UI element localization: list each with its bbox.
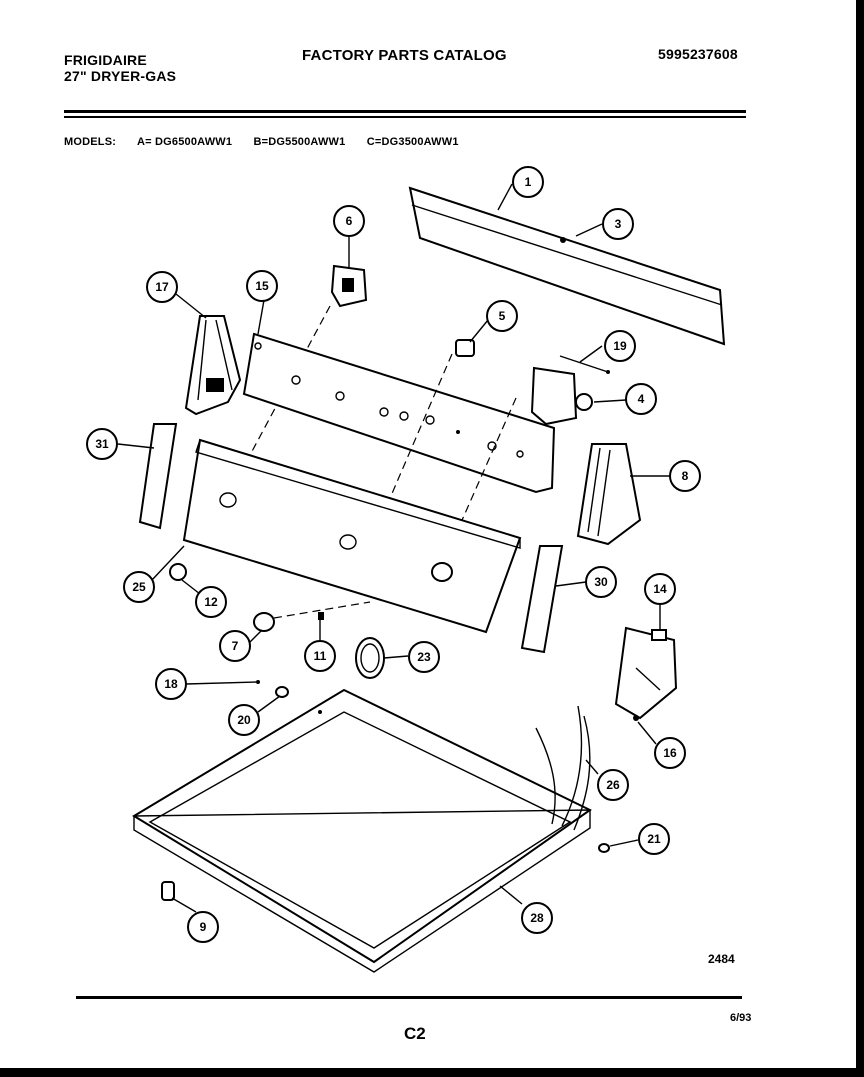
callout-16: 16 (654, 737, 686, 769)
top-hinge-clip (161, 881, 175, 901)
top-clip (598, 843, 610, 853)
top-screw (256, 680, 289, 698)
callout-31: 31 (86, 428, 118, 460)
revision-date: 6/93 (730, 1012, 752, 1024)
svg-text:21: 21 (647, 832, 661, 846)
models-label: MODELS: (64, 136, 117, 148)
svg-text:18: 18 (164, 677, 178, 691)
header-rule-top (64, 110, 746, 113)
callout-15: 15 (246, 270, 278, 302)
page-number: C2 (404, 1024, 426, 1043)
svg-text:14: 14 (653, 582, 667, 596)
callout-20: 20 (228, 704, 260, 736)
diagram-number: 2484 (708, 952, 735, 966)
svg-text:3: 3 (615, 217, 622, 231)
timer-knob (355, 637, 385, 679)
dryer-top (132, 688, 592, 973)
console-endcap-left (184, 315, 242, 416)
callout-7: 7 (219, 630, 251, 662)
control-panel (242, 332, 556, 494)
svg-text:12: 12 (204, 595, 218, 609)
callout-5: 5 (486, 300, 518, 332)
model-b: B=DG5500AWW1 (253, 136, 346, 148)
product-name: 27" DRYER-GAS (64, 68, 177, 84)
callout-17: 17 (146, 271, 178, 303)
callout-28: 28 (521, 902, 553, 934)
callout-23: 23 (408, 641, 440, 673)
svg-text:9: 9 (200, 920, 207, 934)
callout-14: 14 (644, 573, 676, 605)
svg-text:23: 23 (417, 650, 431, 664)
svg-text:17: 17 (155, 280, 169, 294)
svg-text:6: 6 (346, 214, 353, 228)
svg-text:31: 31 (95, 437, 109, 451)
callout-25: 25 (123, 571, 155, 603)
callout-8: 8 (669, 460, 701, 492)
header-rule-bottom (64, 116, 746, 118)
knob-push (253, 601, 371, 632)
callout-9: 9 (187, 911, 219, 943)
console-trim-left (138, 423, 178, 530)
callout-12: 12 (195, 586, 227, 618)
callout-21: 21 (638, 823, 670, 855)
svg-text:4: 4 (638, 392, 645, 406)
callout-18: 18 (155, 668, 187, 700)
svg-text:11: 11 (314, 649, 327, 663)
timer-knob-clip (559, 355, 610, 374)
callout-4: 4 (625, 383, 657, 415)
catalog-number: 5995237608 (658, 46, 738, 62)
callout-26: 26 (597, 769, 629, 801)
svg-text:28: 28 (530, 911, 544, 925)
leader-lines (117, 183, 670, 913)
svg-text:20: 20 (237, 713, 251, 727)
callout-6: 6 (333, 205, 365, 237)
svg-text:7: 7 (232, 639, 239, 653)
callout-3: 3 (602, 208, 634, 240)
svg-text:26: 26 (606, 778, 620, 792)
svg-text:16: 16 (663, 746, 677, 760)
models-line: MODELS: A= DG6500AWW1 B=DG5500AWW1 C=DG3… (64, 136, 477, 148)
console-trim-right (520, 545, 564, 654)
svg-text:19: 19 (613, 339, 627, 353)
svg-text:15: 15 (255, 279, 269, 293)
catalog-title: FACTORY PARTS CATALOG (302, 47, 507, 64)
knob-spring (169, 563, 187, 581)
brand-name: FRIGIDAIRE (64, 52, 147, 68)
wire-harness (535, 705, 591, 831)
console-back-panel (408, 186, 726, 346)
callout-19: 19 (604, 330, 636, 362)
svg-text:30: 30 (594, 575, 608, 589)
svg-text:8: 8 (682, 469, 689, 483)
callout-1: 1 (512, 166, 544, 198)
model-a: A= DG6500AWW1 (136, 136, 233, 148)
callout-30: 30 (585, 566, 617, 598)
svg-text:5: 5 (499, 309, 506, 323)
selector-switch (371, 339, 475, 541)
callout-11: 11 (304, 640, 336, 672)
svg-text:25: 25 (132, 580, 146, 594)
footer-rule (76, 996, 742, 999)
svg-text:1: 1 (525, 175, 532, 189)
console-endcap-right (576, 443, 642, 546)
terminal-block (614, 626, 678, 721)
knob-clip (318, 612, 324, 620)
timer (439, 366, 593, 571)
console-front (182, 438, 522, 634)
model-c: C=DG3500AWW1 (366, 136, 459, 148)
